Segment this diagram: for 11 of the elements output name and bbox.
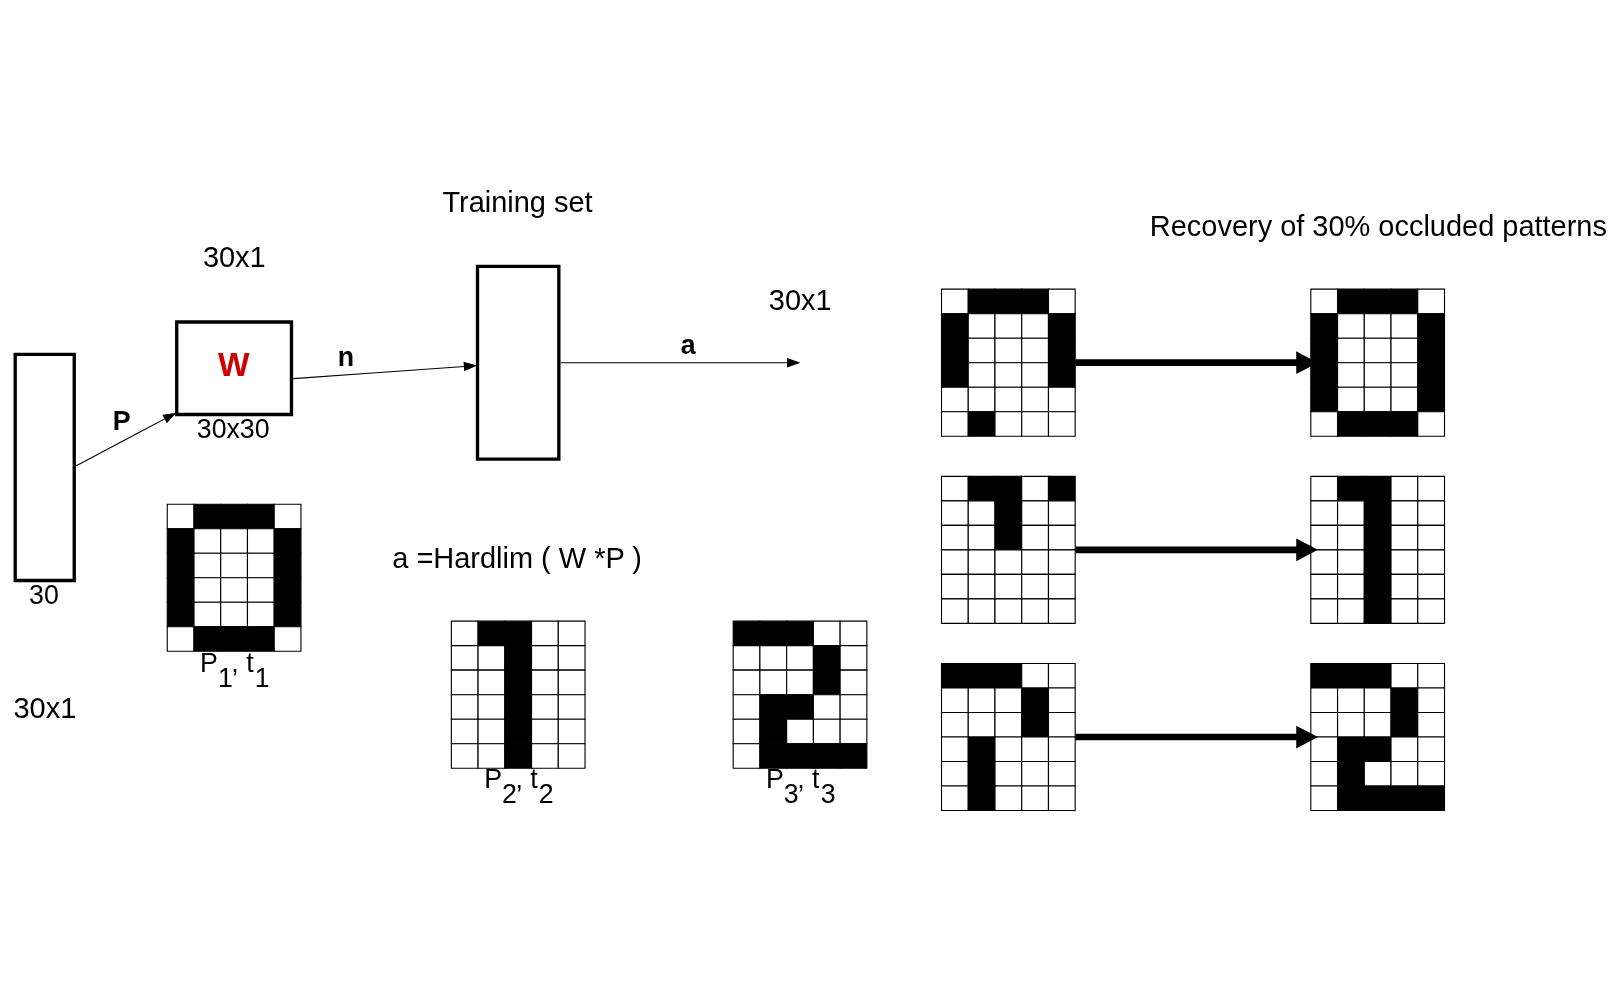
node-label: 30x30 <box>196 413 270 444</box>
edge-label: a <box>680 329 696 360</box>
label: 30x1 <box>13 691 77 724</box>
label: Training set <box>442 185 593 218</box>
label: 30x1 <box>768 283 832 316</box>
edge-label: n <box>337 341 355 372</box>
node-label: 30 <box>29 579 59 610</box>
edge-label: P <box>112 405 131 436</box>
label: 30x1 <box>202 240 266 273</box>
label: a =Hardlim ( W *P ) <box>392 541 642 574</box>
label: Recovery of 30% occluded patterns <box>1149 209 1607 242</box>
